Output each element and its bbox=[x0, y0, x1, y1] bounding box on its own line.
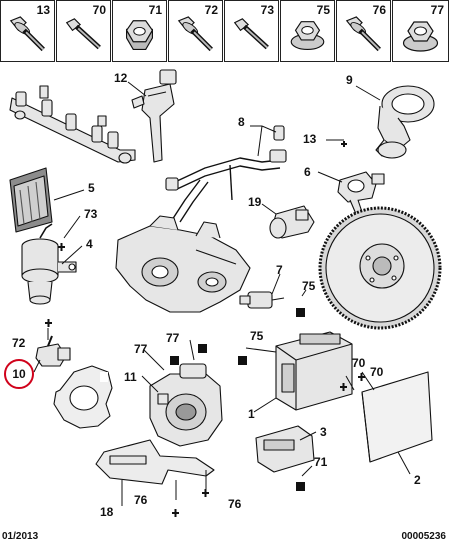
nut-marker-icon bbox=[238, 356, 247, 365]
pressure-regulator[interactable] bbox=[21, 223, 77, 305]
coolant-sensor[interactable] bbox=[239, 291, 285, 309]
fastener-number: 72 bbox=[204, 3, 218, 17]
callout-72: 72 bbox=[12, 336, 26, 350]
fastener-cell-75[interactable]: 75 bbox=[280, 0, 335, 62]
callout-77-right: 77 bbox=[166, 331, 180, 345]
fastener-number: 71 bbox=[148, 3, 162, 17]
callout-70-left: 70 bbox=[352, 356, 366, 370]
fastener-cell-70[interactable]: 70 bbox=[56, 0, 111, 62]
flange-bolt-icon bbox=[345, 16, 381, 52]
nut-marker-icon bbox=[198, 344, 207, 353]
callout-11: 11 bbox=[124, 370, 137, 384]
bolt-marker-icon bbox=[341, 141, 347, 147]
callout-18: 18 bbox=[100, 505, 114, 519]
callout-19: 19 bbox=[248, 195, 262, 209]
callout-6: 6 bbox=[304, 165, 311, 179]
pipe-fitting bbox=[273, 125, 285, 141]
callout-3: 3 bbox=[320, 425, 327, 439]
callout-10[interactable]: 10 bbox=[12, 367, 26, 381]
ecu-connector[interactable] bbox=[255, 425, 315, 473]
tone-ring[interactable] bbox=[53, 365, 113, 429]
callout-73: 73 bbox=[84, 207, 98, 221]
bolt-icon bbox=[65, 18, 101, 50]
fastener-number: 73 bbox=[260, 3, 274, 17]
bolt-icon bbox=[233, 18, 269, 50]
egr-valve[interactable] bbox=[149, 363, 223, 447]
nut-marker-icon bbox=[296, 482, 305, 491]
fastener-number: 75 bbox=[316, 3, 330, 17]
bolt-marker-icon bbox=[340, 383, 347, 391]
callout-76-left: 76 bbox=[134, 493, 148, 507]
fastener-number: 76 bbox=[372, 3, 386, 17]
fastener-cell-77[interactable]: 77 bbox=[392, 0, 449, 62]
flange-bolt-icon bbox=[177, 16, 213, 52]
fastener-cell-71[interactable]: 71 bbox=[112, 0, 167, 62]
bolt-marker-icon bbox=[358, 373, 365, 381]
pipe-fitting bbox=[269, 149, 287, 163]
callout-13: 13 bbox=[303, 132, 317, 146]
callout-8: 8 bbox=[238, 115, 245, 129]
flange-nut-icon bbox=[290, 21, 325, 51]
coolant-housing[interactable] bbox=[115, 215, 251, 313]
callout-1: 1 bbox=[248, 407, 255, 421]
callout-9: 9 bbox=[346, 73, 353, 87]
callout-2: 2 bbox=[414, 473, 421, 487]
callout-75-upper: 75 bbox=[302, 279, 316, 293]
flange-bolt-icon bbox=[9, 16, 45, 52]
temperature-sensor[interactable] bbox=[337, 171, 385, 215]
mounting-bracket[interactable] bbox=[95, 439, 215, 485]
footer-reference: 00005236 bbox=[401, 531, 447, 542]
callout-75-lower: 75 bbox=[250, 329, 264, 343]
ecu-tray[interactable] bbox=[361, 371, 433, 463]
callout-77-left: 77 bbox=[134, 342, 148, 356]
fuel-pipe[interactable] bbox=[171, 157, 281, 223]
engine-control-unit[interactable] bbox=[275, 331, 353, 411]
fastener-number: 13 bbox=[36, 3, 50, 17]
bolt-marker-icon bbox=[172, 509, 179, 517]
fastener-number: 70 bbox=[92, 3, 106, 17]
hex-nut-icon bbox=[125, 20, 154, 51]
airflow-sensor[interactable] bbox=[269, 205, 315, 239]
fuel-rail[interactable] bbox=[9, 85, 136, 164]
crank-sensor[interactable] bbox=[35, 335, 71, 367]
water-outlet[interactable] bbox=[375, 85, 435, 159]
fastener-cell-72[interactable]: 72 bbox=[168, 0, 223, 62]
fastener-cell-13[interactable]: 13 bbox=[0, 0, 55, 62]
footer-date: 01/2013 bbox=[2, 531, 39, 542]
callout-70-right: 70 bbox=[370, 365, 384, 379]
bolt-marker-icon bbox=[45, 319, 52, 327]
fastener-markers bbox=[45, 141, 365, 517]
nut-marker-icon bbox=[170, 356, 179, 365]
callout-4: 4 bbox=[86, 237, 93, 251]
highlight-ring bbox=[4, 359, 34, 389]
bolt-marker-icon bbox=[58, 243, 65, 251]
pipe-fitting bbox=[165, 177, 179, 191]
bolt-marker-icon bbox=[202, 489, 209, 497]
callout-5: 5 bbox=[88, 181, 95, 195]
leader-lines bbox=[33, 81, 411, 506]
callout-7: 7 bbox=[276, 263, 283, 277]
flange-nut-icon bbox=[402, 21, 439, 52]
injector[interactable] bbox=[131, 69, 177, 163]
fastener-cell-76[interactable]: 76 bbox=[336, 0, 391, 62]
filter-element[interactable] bbox=[9, 167, 53, 233]
fastener-number: 77 bbox=[430, 3, 444, 17]
fastener-cell-73[interactable]: 73 bbox=[224, 0, 279, 62]
callout-76-right: 76 bbox=[228, 497, 242, 511]
callout-71: 71 bbox=[314, 455, 328, 469]
nut-marker-icon bbox=[296, 308, 305, 317]
callout-12: 12 bbox=[114, 71, 128, 85]
flywheel[interactable] bbox=[318, 206, 442, 330]
